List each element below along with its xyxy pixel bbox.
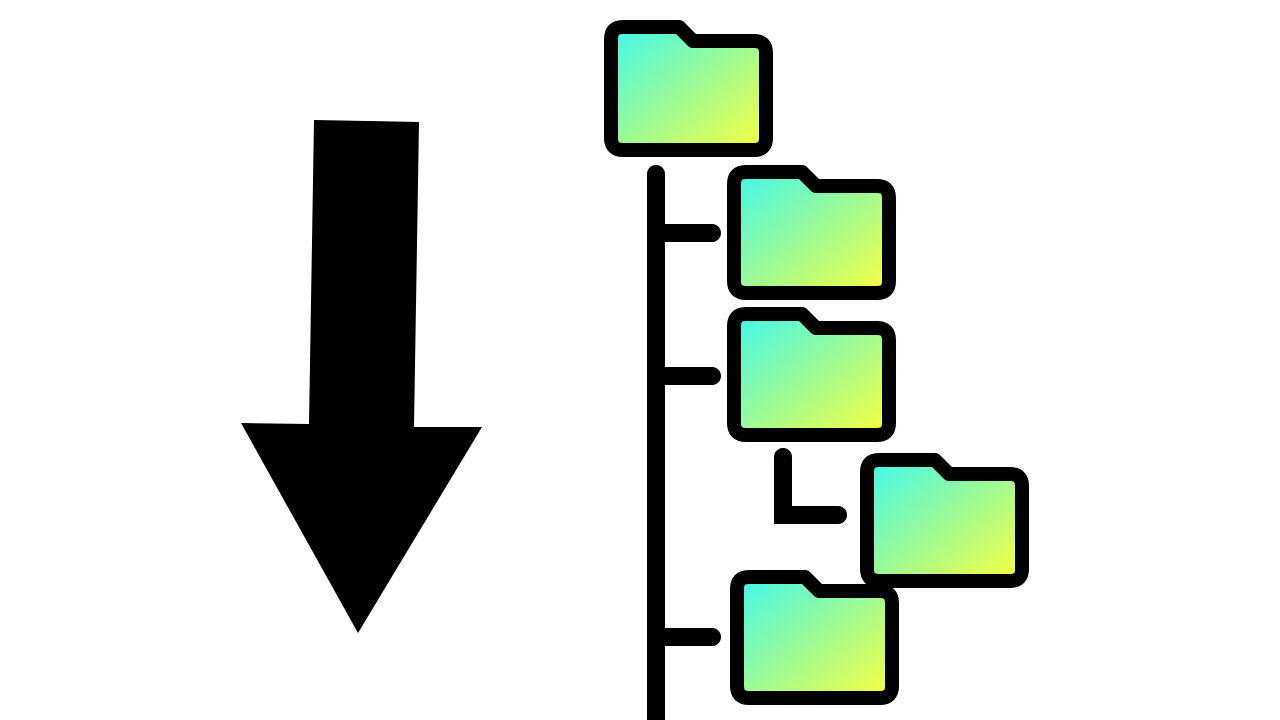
folder-icon <box>604 20 773 157</box>
folder-icon <box>730 570 899 705</box>
folder-icon <box>727 307 896 442</box>
tree-connector-lines <box>647 165 847 720</box>
folder-icon <box>727 165 896 300</box>
folder-icon <box>860 453 1029 588</box>
down-arrow-icon <box>241 120 482 633</box>
tree-subbranch-line <box>774 448 847 524</box>
